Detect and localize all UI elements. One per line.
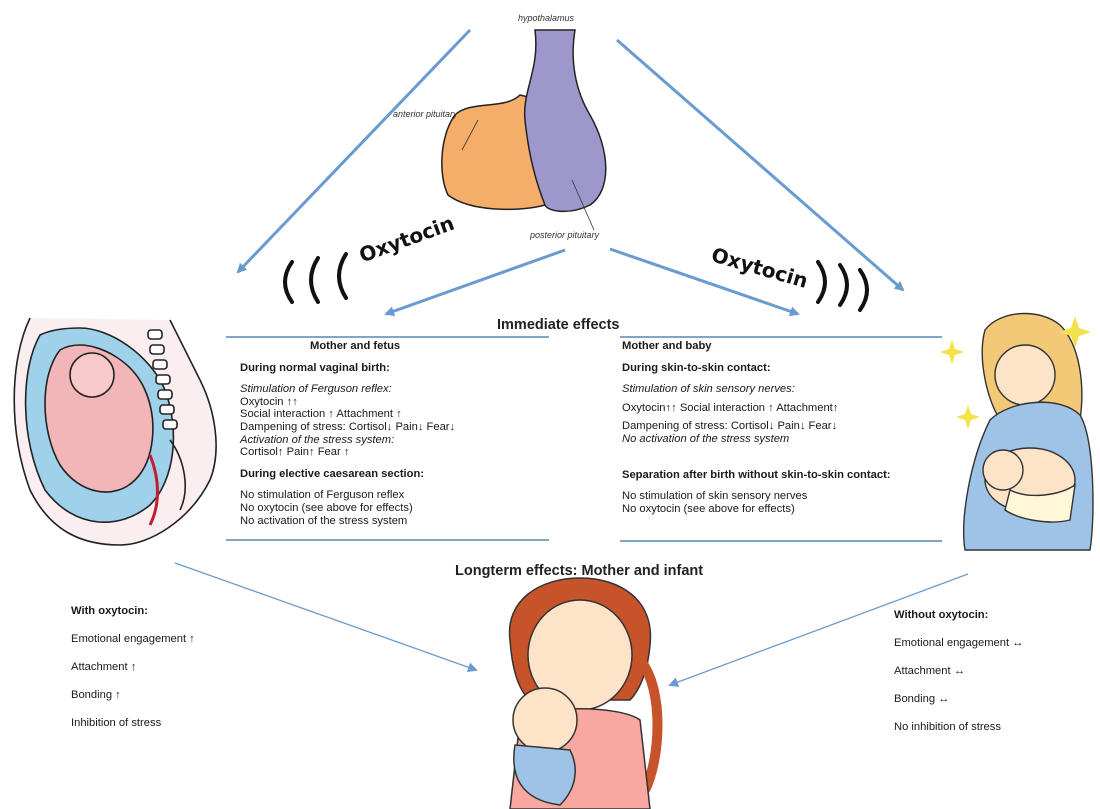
arrow-pituitary-left xyxy=(384,248,566,317)
with-item: Bonding ↑ xyxy=(71,689,121,701)
without-item: Bonding ↔ xyxy=(894,693,950,705)
oxytocin-line: Oxytocin ↑↑ xyxy=(240,395,298,408)
arrow-top-left xyxy=(236,28,472,274)
stress-activation-label: Activation of the stress system: xyxy=(240,433,395,446)
with-item: Emotional engagement ↑ xyxy=(71,633,195,645)
anterior-pituitary-label: anterior pituitary xyxy=(393,109,458,119)
ferguson-reflex-label: Stimulation of Ferguson reflex: xyxy=(240,383,392,396)
mother-baby-column: Mother and baby During skin-to-skin cont… xyxy=(622,340,891,515)
posterior-pituitary-label: posterior pituitary xyxy=(530,230,600,240)
without-item: Emotional engagement ↔ xyxy=(894,637,1024,649)
arrow-longterm-left xyxy=(174,562,478,673)
cortisol-line: Cortisol↑ Pain↑ Fear ↑ xyxy=(240,446,350,459)
no-activation-line: No activation of the stress system xyxy=(240,514,408,527)
mother-child-illustration xyxy=(508,577,663,809)
arrow-pituitary-right xyxy=(609,247,800,317)
mother-fetus-column: Mother and fetus During normal vaginal b… xyxy=(240,340,455,527)
mother-fetus-heading: Mother and fetus xyxy=(310,340,401,352)
caesarean-heading: During elective caesarean section: xyxy=(240,467,425,480)
hypothalamus-label: hypothalamus xyxy=(518,13,575,23)
separation-heading: Separation after birth without skin-to-s… xyxy=(622,468,891,481)
oxytocin-social-line: Oxytocin↑↑ Social interaction ↑ Attachme… xyxy=(622,401,839,414)
sensory-nerves-label: Stimulation of skin sensory nerves: xyxy=(622,383,795,396)
without-oxytocin-list: Without oxytocin: Emotional engagement ↔… xyxy=(894,609,1023,749)
longterm-effects-title: Longterm effects: Mother and infant xyxy=(455,563,704,579)
with-oxytocin-heading: With oxytocin: xyxy=(71,605,148,617)
without-oxytocin-heading: Without oxytocin: xyxy=(894,609,989,621)
pregnant-woman-illustration xyxy=(13,317,217,546)
no-oxytocin-line-right: No oxytocin (see above for effects) xyxy=(622,502,795,515)
with-item: Attachment ↑ xyxy=(71,661,137,673)
no-stimulation-line: No stimulation of skin sensory nerves xyxy=(622,490,808,503)
no-oxytocin-line: No oxytocin (see above for effects) xyxy=(240,501,413,514)
arrow-longterm-right xyxy=(668,573,969,687)
rule-right-top xyxy=(620,336,942,338)
without-item: No inhibition of stress xyxy=(894,721,1001,733)
sound-waves-left xyxy=(283,252,348,304)
sparkle-icons xyxy=(940,316,1091,429)
rule-right-bottom xyxy=(620,540,942,542)
with-item: Inhibition of stress xyxy=(71,717,162,729)
arrow-top-right xyxy=(616,38,905,292)
skin-contact-heading: During skin-to-skin contact: xyxy=(622,361,771,374)
rule-left-bottom xyxy=(226,539,549,541)
rule-left-top xyxy=(226,336,549,338)
with-oxytocin-list: With oxytocin: Emotional engagement ↑ At… xyxy=(71,605,195,745)
vaginal-birth-heading: During normal vaginal birth: xyxy=(240,361,390,374)
breastfeeding-mother-illustration xyxy=(963,312,1094,551)
mother-baby-heading: Mother and baby xyxy=(622,340,712,352)
immediate-effects-title: Immediate effects xyxy=(497,317,620,333)
sound-waves-right xyxy=(816,260,869,312)
social-interaction-line: Social interaction ↑ Attachment ↑ xyxy=(240,408,402,421)
no-ferguson-line: No stimulation of Ferguson reflex xyxy=(240,489,405,502)
pituitary-illustration xyxy=(441,29,607,231)
dampening-line-right: Dampening of stress: Cortisol↓ Pain↓ Fea… xyxy=(622,420,838,433)
without-item: Attachment ↔ xyxy=(894,665,965,677)
no-stress-activation-label: No activation of the stress system xyxy=(622,432,790,445)
dampening-line: Dampening of stress: Cortisol↓ Pain↓ Fea… xyxy=(240,420,456,433)
